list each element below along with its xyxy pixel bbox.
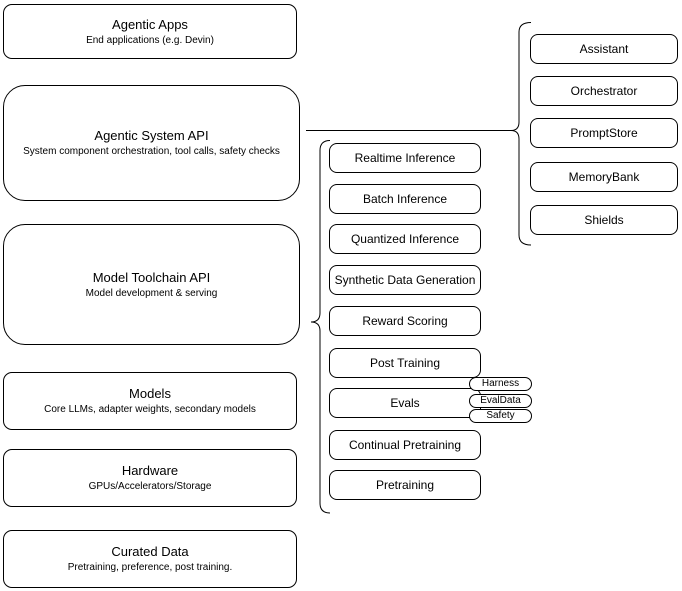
reward-scoring-box: Reward Scoring — [329, 306, 481, 336]
promptstore-box: PromptStore — [530, 118, 678, 148]
pill-label: EvalData — [480, 395, 521, 406]
box-subtitle: GPUs/Accelerators/Storage — [88, 481, 212, 492]
box-label: PromptStore — [570, 126, 638, 140]
box-subtitle: Core LLMs, adapter weights, secondary mo… — [44, 404, 256, 415]
box-title: Agentic Apps — [112, 16, 188, 32]
memorybank-box: MemoryBank — [530, 162, 678, 192]
evals-safety-pill: Safety — [469, 409, 532, 423]
box-label: Shields — [584, 213, 624, 227]
box-title: Models — [129, 386, 171, 401]
pill-label: Safety — [486, 410, 515, 421]
box-label: Quantized Inference — [350, 232, 460, 246]
box-label: Pretraining — [375, 478, 435, 492]
agentic-system-api-box: Agentic System API System component orch… — [3, 85, 300, 201]
orchestrator-box: Orchestrator — [530, 76, 678, 106]
assistant-box: Assistant — [530, 34, 678, 64]
pill-label: Harness — [481, 378, 520, 389]
evals-harness-pill: Harness — [469, 377, 532, 391]
hardware-box: Hardware GPUs/Accelerators/Storage — [3, 449, 297, 507]
box-title: Agentic System API — [94, 128, 209, 143]
box-label: Synthetic Data Generation — [334, 273, 476, 287]
evals-evaldata-pill: EvalData — [469, 394, 532, 408]
post-training-box: Post Training — [329, 348, 481, 378]
box-label: Realtime Inference — [354, 151, 456, 165]
box-subtitle: Model development & serving — [85, 287, 218, 299]
box-title: Curated Data — [111, 544, 189, 559]
box-title: Hardware — [121, 463, 179, 478]
pretraining-box: Pretraining — [329, 470, 481, 500]
box-label: Reward Scoring — [362, 314, 448, 328]
synthetic-data-generation-box: Synthetic Data Generation — [329, 265, 481, 295]
evals-box: Evals — [329, 388, 481, 418]
box-label: Assistant — [579, 42, 629, 56]
box-label: MemoryBank — [568, 170, 640, 184]
curated-data-box: Curated Data Pretraining, preference, po… — [3, 530, 297, 588]
batch-inference-box: Batch Inference — [329, 184, 481, 214]
box-label: Post Training — [369, 356, 441, 370]
box-subtitle: System component orchestration, tool cal… — [23, 146, 280, 157]
box-label: Batch Inference — [362, 192, 448, 206]
continual-pretraining-box: Continual Pretraining — [329, 430, 481, 460]
box-label: Evals — [390, 396, 420, 410]
box-subtitle: End applications (e.g. Devin) — [86, 34, 214, 46]
model-toolchain-api-box: Model Toolchain API Model development & … — [3, 224, 300, 345]
realtime-inference-box: Realtime Inference — [329, 143, 481, 173]
box-title: Model Toolchain API — [92, 269, 211, 285]
models-box: Models Core LLMs, adapter weights, secon… — [3, 372, 297, 430]
quantized-inference-box: Quantized Inference — [329, 224, 481, 254]
box-label: Continual Pretraining — [348, 438, 462, 452]
box-subtitle: Pretraining, preference, post training. — [67, 562, 233, 573]
box-label: Orchestrator — [570, 84, 638, 98]
agentic-apps-box: Agentic Apps End applications (e.g. Devi… — [3, 4, 297, 59]
shields-box: Shields — [530, 205, 678, 235]
toolchain-brace — [310, 140, 331, 514]
system-brace — [510, 22, 532, 246]
